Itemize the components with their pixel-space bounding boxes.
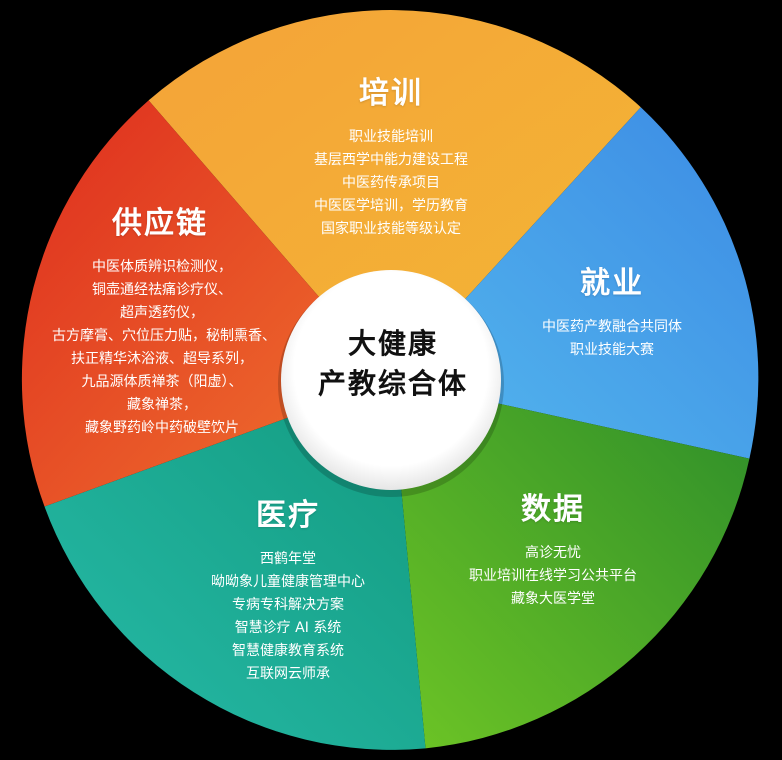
segment-medical: [44, 380, 426, 750]
supply-item: 铜壶通经祛痛诊疗仪、: [92, 282, 232, 298]
employment-item: 职业技能大赛: [570, 342, 654, 358]
employment-item: 中医药产教融合共同体: [542, 319, 682, 335]
training-title: 培训: [359, 76, 423, 111]
supply-item: 中医体质辨识检测仪，: [92, 259, 232, 275]
training-item: 职业技能培训: [349, 129, 433, 145]
training-item: 中医药传承项目: [342, 175, 440, 191]
training-items: 职业技能培训 基层西学中能力建设工程 中医药传承项目 中医医学培训，学历教育 国…: [291, 126, 491, 241]
training-label: 培训 职业技能培训 基层西学中能力建设工程 中医药传承项目 中医医学培训，学历教…: [291, 68, 491, 241]
segment-training: [148, 10, 641, 381]
center-disc: [281, 270, 501, 490]
supply-item: 藏象禅茶，: [127, 397, 197, 413]
data-label: 数据 高诊无忧 职业培训在线学习公共平台 藏象大医学堂: [453, 484, 653, 611]
supply-item: 超声透药仪，: [120, 305, 204, 321]
data-item: 职业培训在线学习公共平台: [469, 568, 637, 584]
medical-items: 西鹤年堂 呦呦象儿童健康管理中心 专病专科解决方案 智慧诊疗 AI 系统 智慧健…: [188, 548, 388, 686]
medical-label: 医疗 西鹤年堂 呦呦象儿童健康管理中心 专病专科解决方案 智慧诊疗 AI 系统 …: [188, 490, 388, 686]
employment-items: 中医药产教融合共同体 职业技能大赛: [522, 316, 702, 362]
data-title: 数据: [521, 492, 585, 527]
medical-title: 医疗: [256, 498, 320, 533]
center-title-line2: 产教综合体: [317, 367, 468, 400]
training-item: 基层西学中能力建设工程: [314, 152, 468, 168]
data-item: 藏象大医学堂: [511, 591, 595, 607]
supply-item: 藏象野药岭中药破壁饮片: [85, 420, 239, 436]
supply-title: 供应链: [112, 206, 208, 241]
supply-item: 扶正精华沐浴液、超导系列，: [71, 351, 253, 367]
medical-item: 呦呦象儿童健康管理中心: [211, 574, 365, 590]
medical-item: 专病专科解决方案: [232, 597, 344, 613]
medical-item: 互联网云师承: [246, 666, 330, 682]
supply-label: 供应链 中医体质辨识检测仪， 铜壶通经祛痛诊疗仪、 超声透药仪， 古方摩膏、穴位…: [52, 198, 276, 440]
employment-label: 就业 中医药产教融合共同体 职业技能大赛: [522, 258, 702, 362]
medical-item: 西鹤年堂: [260, 551, 316, 567]
supply-item: 古方摩膏、穴位压力贴，秘制熏香、: [52, 328, 276, 344]
supply-item: 九品源体质禅茶（阳虚）、: [81, 374, 243, 390]
data-items: 高诊无忧 职业培训在线学习公共平台 藏象大医学堂: [453, 542, 653, 611]
supply-items: 中医体质辨识检测仪， 铜壶通经祛痛诊疗仪、 超声透药仪， 古方摩膏、穴位压力贴，…: [52, 256, 276, 440]
employment-title: 就业: [580, 266, 644, 301]
training-item: 中医医学培训，学历教育: [314, 198, 468, 214]
medical-item: 智慧诊疗 AI 系统: [234, 620, 342, 636]
segment-data: [391, 380, 750, 749]
training-item: 国家职业技能等级认定: [321, 221, 461, 237]
data-item: 高诊无忧: [525, 545, 581, 561]
medical-item: 智慧健康教育系统: [232, 643, 344, 659]
center-title-line1: 大健康: [347, 327, 438, 360]
center-title: 大健康 产教综合体: [288, 324, 498, 404]
